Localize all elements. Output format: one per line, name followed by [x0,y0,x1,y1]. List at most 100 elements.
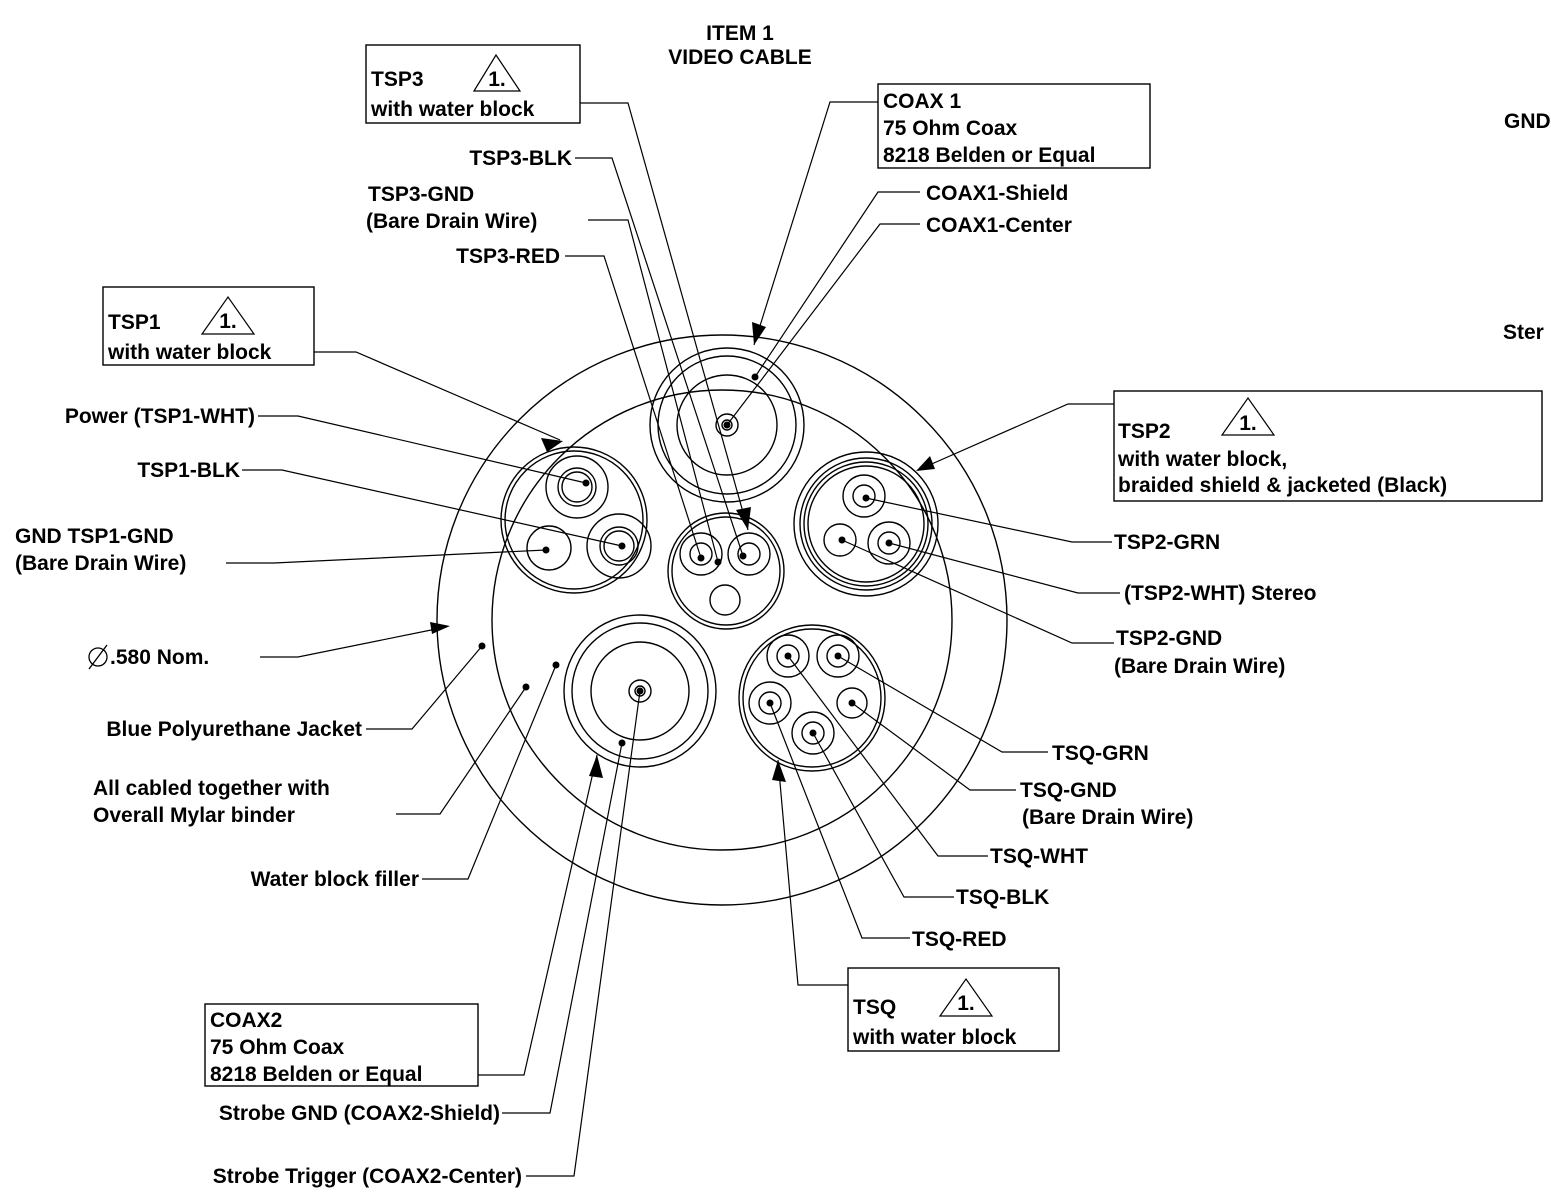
tsp3-box [365,44,581,124]
tsq-wht-leader [787,655,988,857]
tsq-grn-leader [837,655,1048,753]
tsp2-box-line-3: braided shield & jacketed (Black) [1118,474,1447,497]
mylar-label-1: All cabled together with [93,777,330,800]
coax2-leader [478,754,598,1076]
tsp1-box-line-1: TSP1 [108,311,161,334]
coax1-shield-leader [754,191,920,378]
tsp2-gnd-leader [841,539,1114,644]
coax1-box-line-1: COAX 1 [883,90,962,113]
tsp2-leader [917,403,1114,471]
coax1-center-leader [726,223,920,426]
tsp3-red-label: TSP3-RED [456,245,560,268]
tsp1-box-line-2: with water block [107,341,272,364]
tsq-gnd-label-2: (Bare Drain Wire) [1022,806,1193,829]
mylar-leader [396,686,527,815]
tsq-gnd-label-1: TSQ-GND [1020,779,1117,802]
coax2-conductor [563,614,717,768]
tsq-wht-label: TSQ-WHT [990,845,1088,868]
tsq-blk-leader [812,732,954,898]
mylar-label-2: Overall Mylar binder [93,804,295,827]
coax1-box-line-3: 8218 Belden or Equal [883,144,1095,167]
coax1-box [877,83,1151,169]
tsp1-wht-leader [258,415,587,484]
tsp2-arrowhead [916,456,935,471]
tsp3-bundle [667,512,785,630]
title-line-2: VIDEO CABLE [668,46,812,69]
power-tsp1-wht-label: Power (TSP1-WHT) [65,405,255,428]
coax1-box-line-2: 75 Ohm Coax [883,117,1018,140]
coax2-box-line-1: COAX2 [210,1009,282,1032]
tsq-box-line-2: with water block [852,1026,1017,1049]
coax2-box-line-3: 8218 Belden or Equal [210,1063,422,1086]
coax1-shield-label: COAX1-Shield [926,182,1068,205]
tsp1-gnd-label-2: (Bare Drain Wire) [15,552,186,575]
tsq-gnd-leader [851,702,1016,791]
tsp3-blk-leader [575,157,744,557]
title-line-1: ITEM 1 [706,22,774,45]
tsp2-gnd-label-2: (Bare Drain Wire) [1114,655,1285,678]
filler-label: Water block filler [251,868,419,891]
coax1-conductor [649,347,805,503]
edge-ster-label: Ster [1503,321,1544,344]
tsp3-arrowhead [736,507,751,530]
tsp1-blk-insulation [586,513,652,579]
tsp1-wht-insulation [545,455,609,519]
edge-gnd-label: GND [1504,110,1551,133]
note-triangle-tsq: 1. [938,977,994,1017]
tsp2-wht-label: (TSP2-WHT) Stereo [1124,582,1317,605]
tsq-red-label: TSQ-RED [912,928,1007,951]
tsp2-gnd-label-1: TSP2-GND [1116,627,1222,650]
strobe-gnd-leader [502,742,623,1114]
note-triangle-tsp3: 1. [472,53,522,92]
jacket-leader [366,645,483,730]
note-triangle-tsp2: 1. [1220,396,1276,436]
tsp2-box-line-1: TSP2 [1118,420,1171,443]
diameter-symbol [88,644,108,670]
tsp1-gnd-leader [226,549,547,564]
tsp2-box-line-2: with water block, [1117,448,1287,471]
cable-cross-section [436,334,1008,906]
tsp2-bundle [793,451,939,597]
tsp3-red-leader [565,255,702,559]
tsp1-blk-leader [242,469,623,547]
tsp3-blk-label: TSP3-BLK [469,147,572,170]
tsp2-wht-leader [888,542,1120,594]
tsp3-box-line-1: TSP3 [371,68,424,91]
strobe-trigger-leader [526,690,641,1177]
coax2-box [204,1003,479,1087]
tsp1-bundle [500,446,652,594]
blue-jacket-label: Blue Polyurethane Jacket [106,718,362,741]
coax1-leader [753,101,878,346]
note-symbol-tsq: 1. [957,992,975,1015]
tsp2-box [1113,390,1543,502]
tsp1-box [102,286,315,366]
strobe-gnd-label: Strobe GND (COAX2-Shield) [219,1102,500,1125]
tsq-red-leader [769,702,910,939]
tsp2-grn-label: TSP2-GRN [1114,531,1220,554]
tsp3-box-line-2: with water block [370,98,535,121]
tsp1-gnd-wire [526,525,572,571]
note-symbol-tsp1: 1. [219,310,237,333]
tsq-box-line-1: TSQ [853,996,896,1019]
arrowheads [430,322,935,782]
note-triangle-tsp1: 1. [200,295,256,335]
tsp3-leader [580,102,749,531]
tsq-blk-label: TSQ-BLK [956,886,1049,909]
tsp2-grn-leader [865,497,1112,543]
outer-jacket-circle [436,334,1008,906]
diameter-leader [260,626,447,658]
tsp1-blk-label: TSP1-BLK [137,459,240,482]
note-symbol-tsp3: 1. [488,68,506,91]
tsq-leader [777,759,848,986]
tsp1-gnd-label-1: GND TSP1-GND [15,525,174,548]
tsq-grn-label: TSQ-GRN [1052,742,1149,765]
tsp1-arrowhead [541,438,563,452]
mylar-binder-circle [491,389,953,851]
leader-lines [226,101,1120,1177]
note-symbol-tsp2: 1. [1239,412,1257,435]
tsq-arrowhead [772,760,786,782]
coax1-arrowhead [752,322,766,345]
tsp1-leader [314,351,561,441]
strobe-trigger-label: Strobe Trigger (COAX2-Center) [213,1165,522,1188]
